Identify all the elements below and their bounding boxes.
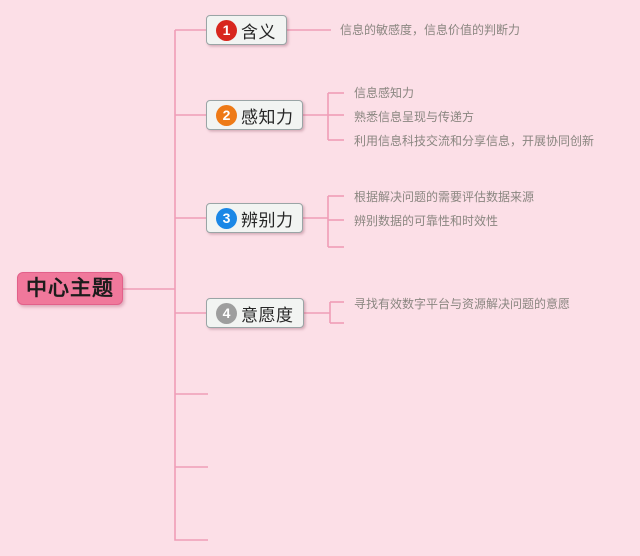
branch-node-perception[interactable]: 2 感知力 [206,100,303,130]
number-badge-4: 4 [216,302,237,324]
central-topic-node[interactable]: 中心主题 [17,272,123,305]
leaf-topic[interactable]: 寻找有效数字平台与资源解决问题的意愿 [354,297,571,311]
leaf-topic[interactable]: 熟悉信息呈现与传递方 [354,110,475,124]
leaf-topic[interactable]: 根据解决问题的需要评估数据来源 [354,190,535,204]
leaf-topic[interactable]: 信息感知力 [354,86,415,100]
leaf-topic[interactable]: 信息的敏感度，信息价值的判断力 [340,23,521,37]
leaf-topic[interactable]: 利用信息科技交流和分享信息，开展协同创新 [354,134,595,148]
branch-node-meaning[interactable]: 1 含义 [206,15,287,45]
number-badge-1: 1 [216,19,237,41]
branch-node-label: 辨别力 [241,210,294,230]
branch-node-discernment[interactable]: 3 辨别力 [206,203,303,233]
leaf-topic[interactable]: 辨别数据的可靠性和时效性 [354,214,499,228]
branch-node-label: 感知力 [241,107,294,127]
branch-node-label: 意愿度 [241,305,294,325]
number-badge-2: 2 [216,104,237,126]
branch-node-willingness[interactable]: 4 意愿度 [206,298,304,328]
number-badge-3: 3 [216,207,237,229]
branch-node-label: 含义 [241,22,276,42]
trunk-line [174,30,208,541]
